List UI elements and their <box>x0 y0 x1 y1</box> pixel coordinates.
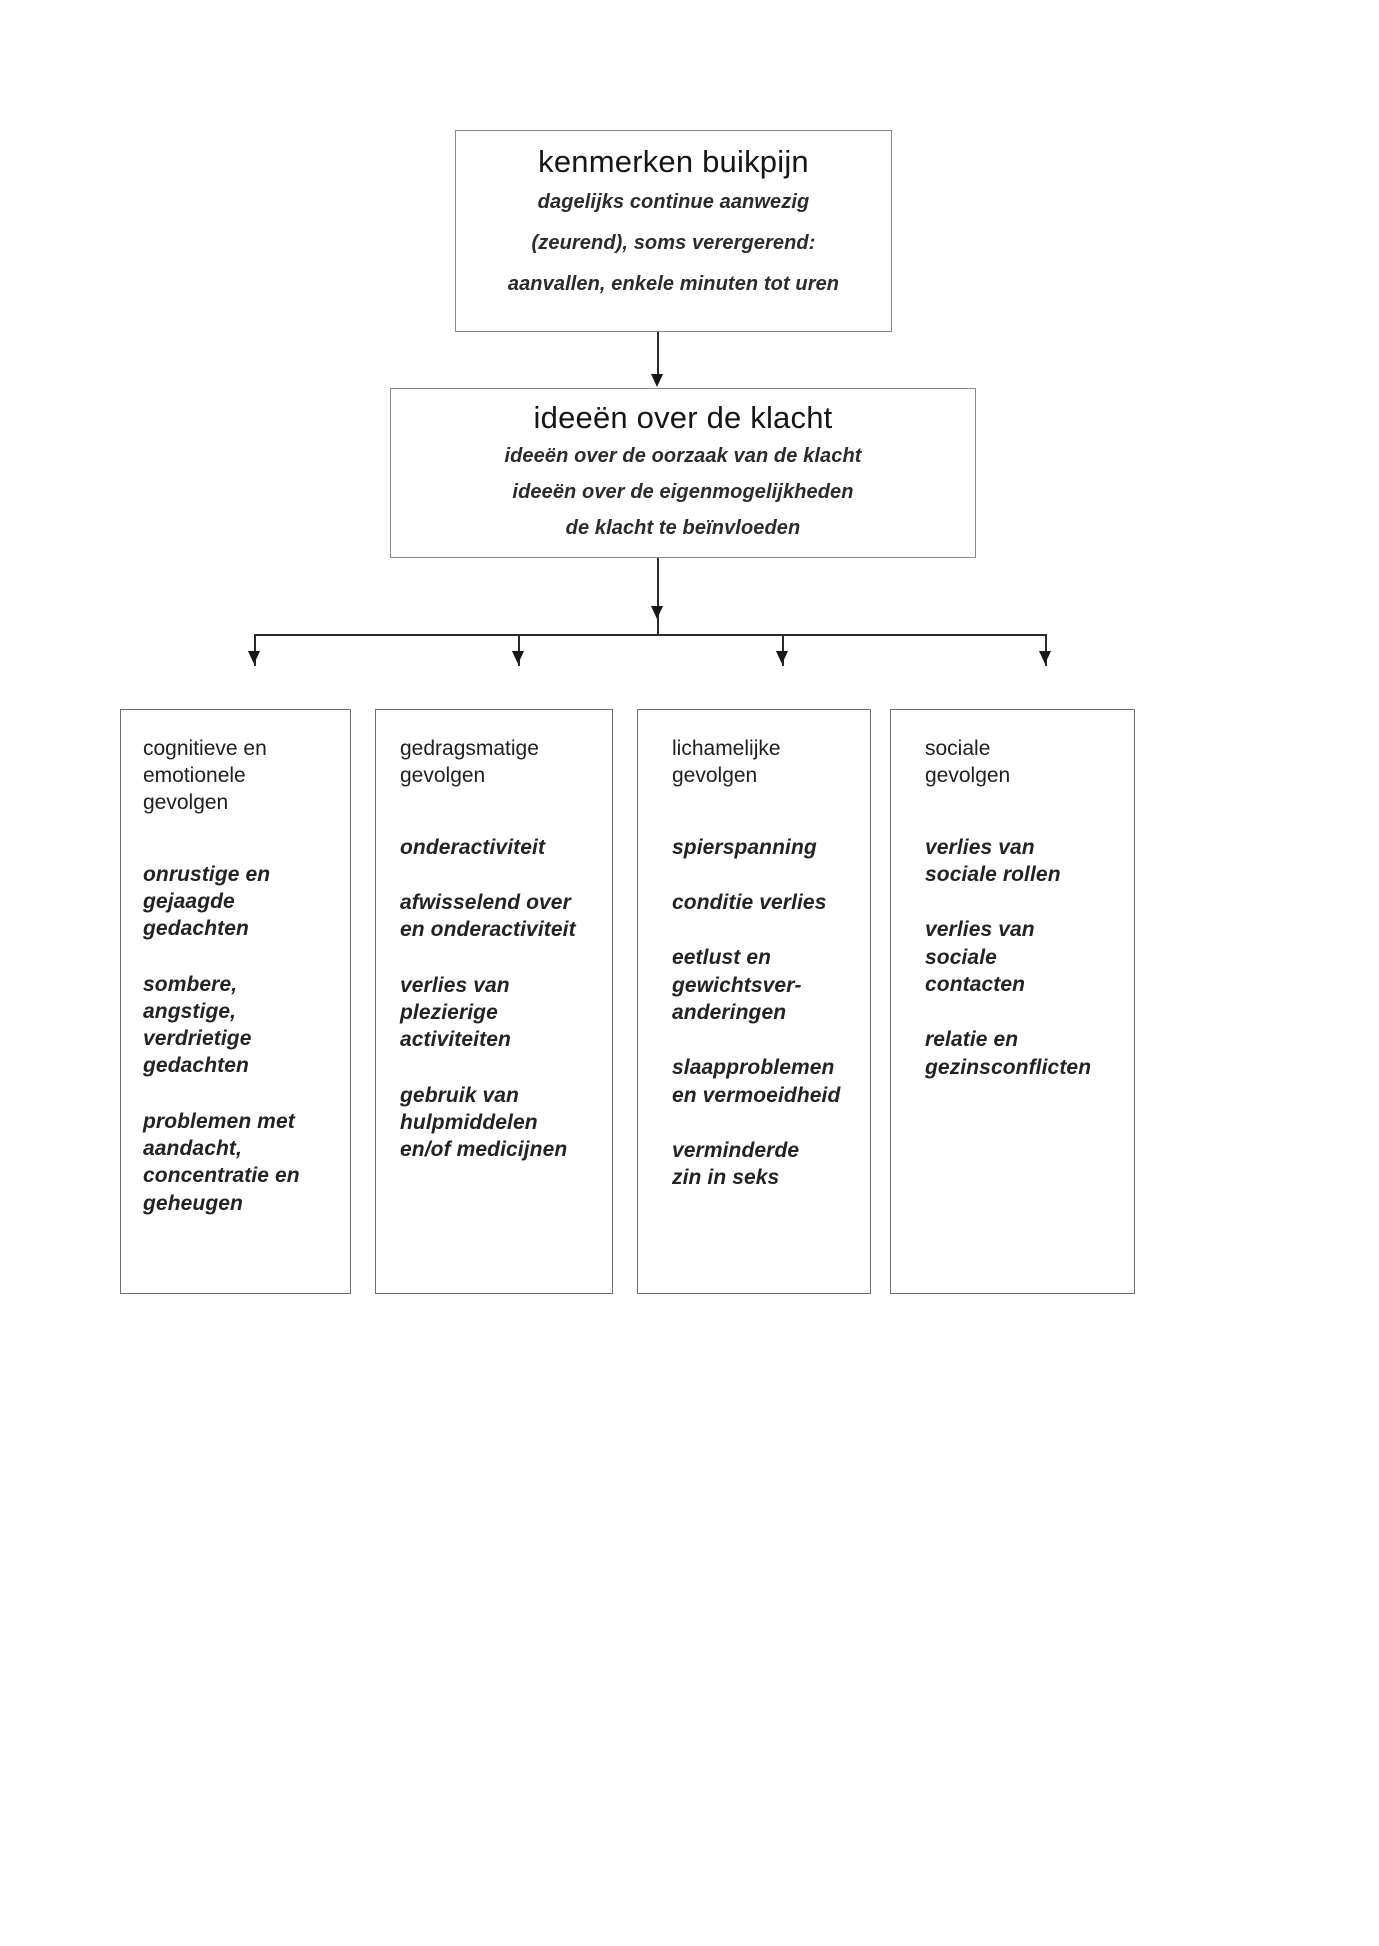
node-kenmerken-line-3: aanvallen, enkele minuten tot uren <box>507 273 840 296</box>
node-ideeen-over-de-klacht: ideeën over de klacht ideeën over de oor… <box>390 388 976 558</box>
column-item: sombere, angstige, verdrietige gedachten <box>143 972 252 1078</box>
arrowhead-icon-leg-3 <box>776 651 788 664</box>
arrowhead-icon-leg-4 <box>1039 651 1051 664</box>
arrowhead-icon-trunk <box>651 606 663 619</box>
node-ideeen-line-3: de klacht te beïnvloeden <box>565 517 801 540</box>
column-gedragsmatige-gevolgen: gedragsmatige gevolgen onderactiviteit a… <box>375 709 613 1294</box>
column-item: onrustige en gejaagde gedachten <box>143 862 271 941</box>
arrowhead-icon-leg-1 <box>248 651 260 664</box>
connector-trunk <box>657 558 659 635</box>
column-heading: sociale gevolgen <box>925 737 1011 787</box>
connector-leg-3 <box>782 634 784 666</box>
column-item: slaapproblemen en vermoeidheid <box>672 1056 841 1107</box>
column-item: verlies van sociale rollen <box>925 835 1061 887</box>
connector-leg-2 <box>518 634 520 666</box>
node-kenmerken-buikpijn: kenmerken buikpijn dagelijks continue aa… <box>455 130 892 332</box>
column-heading: lichamelijke gevolgen <box>672 737 781 787</box>
connector-kenmerken-to-ideeen <box>657 332 659 376</box>
column-cognitieve-en-emotionele-gevolgen: cognitieve en emotionele gevolgen onrust… <box>120 709 351 1294</box>
column-item: gebruik van hulpmiddelen en/of medicijne… <box>400 1083 568 1162</box>
column-item: onderactiviteit <box>400 835 546 859</box>
column-item: afwisselend over en onderactiviteit <box>400 891 576 942</box>
node-ideeen-line-1: ideeën over de oorzaak van de klacht <box>504 445 862 468</box>
column-item: verminderde zin in seks <box>672 1138 800 1190</box>
column-item: conditie verlies <box>672 891 827 915</box>
column-item: spierspanning <box>672 835 817 859</box>
column-heading: cognitieve en emotionele gevolgen <box>143 737 267 814</box>
column-heading: gedragsmatige gevolgen <box>400 737 539 787</box>
column-item: relatie en gezinsconflicten <box>925 1028 1092 1079</box>
column-item: problemen met aandacht, concentratie en … <box>143 1109 300 1215</box>
node-kenmerken-line-1: dagelijks continue aanwezig <box>537 191 810 214</box>
node-ideeen-line-2: ideeën over de eigenmogelijkheden <box>512 481 854 504</box>
column-item: verlies van sociale contacten <box>925 918 1035 996</box>
connector-distribution-bus <box>254 634 1046 636</box>
column-sociale-gevolgen: sociale gevolgen verlies van sociale rol… <box>890 709 1135 1294</box>
node-kenmerken-line-2: (zeurend), soms verergerend: <box>531 232 816 255</box>
connector-leg-4 <box>1045 634 1047 666</box>
arrowhead-icon-leg-2 <box>512 651 524 664</box>
column-item: verlies van plezierige activiteiten <box>400 973 511 1052</box>
node-ideeen-title: ideeën over de klacht <box>533 400 833 435</box>
column-item: eetlust en gewichtsver- anderingen <box>672 946 802 1024</box>
node-kenmerken-title: kenmerken buikpijn <box>538 144 809 179</box>
connector-leg-1 <box>254 634 256 666</box>
arrowhead-icon-to-ideeen <box>651 374 663 387</box>
column-lichamelijke-gevolgen: lichamelijke gevolgen spierspanning cond… <box>637 709 871 1294</box>
